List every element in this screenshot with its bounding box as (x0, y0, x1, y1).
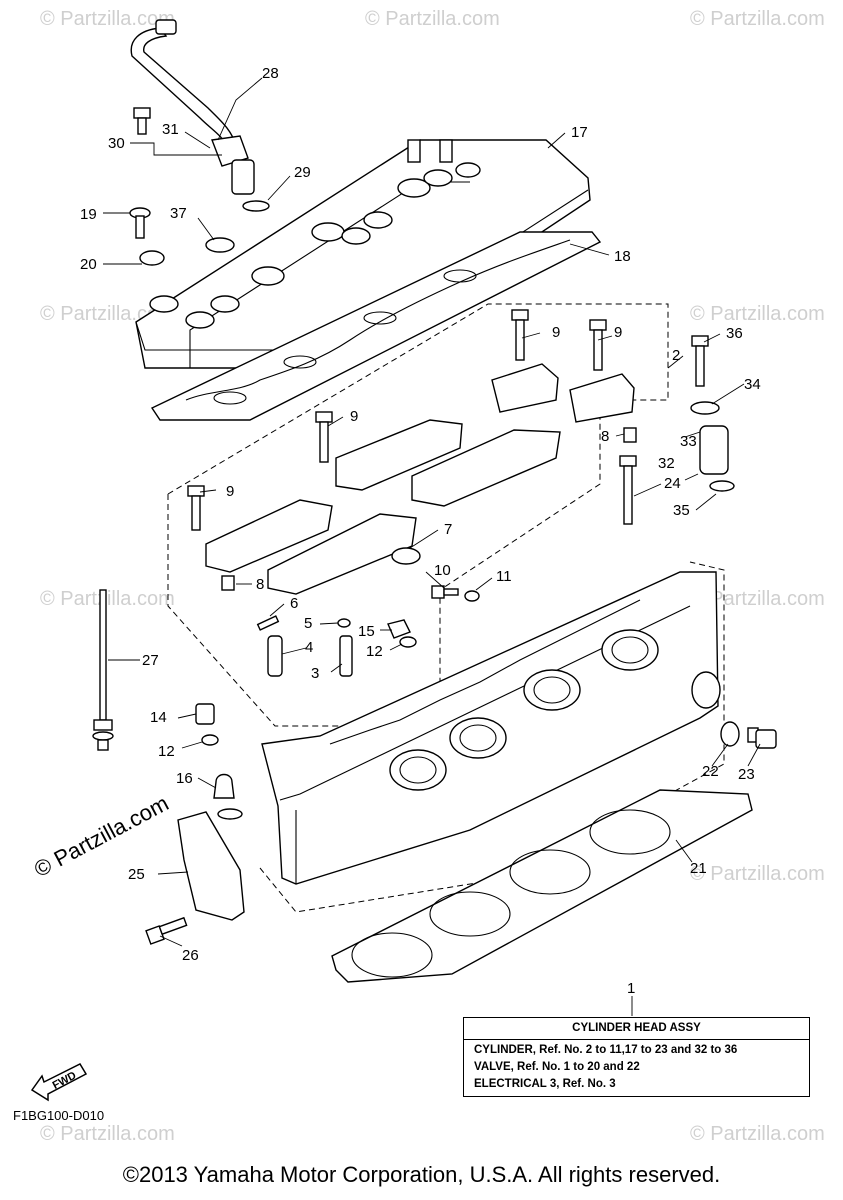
camshaft-caps (205, 363, 635, 595)
cam-cap-bolts (187, 309, 607, 531)
head-gasket (331, 789, 753, 983)
copyright-notice: ©2013 Yamaha Motor Corporation, U.S.A. A… (122, 1162, 721, 1187)
callout-4: 4 (305, 639, 313, 656)
callout-15: 15 (358, 623, 375, 640)
callout-12b: 12 (158, 743, 175, 760)
assembly-divider (464, 1039, 809, 1040)
callout-11: 11 (496, 568, 512, 585)
callout-16: 16 (176, 770, 193, 787)
washer-12a (399, 636, 417, 648)
assembly-reference-box: CYLINDER HEAD ASSY CYLINDER, Ref. No. 2 … (463, 1017, 810, 1097)
callout-25: 25 (128, 866, 145, 883)
watermark-1: © Partzilla.com (40, 8, 175, 30)
assembly-line-electrical: ELECTRICAL 3, Ref. No. 3 (474, 1078, 616, 1090)
callout-9b: 9 (614, 324, 622, 341)
watermark-10: © Partzilla.com (690, 1123, 825, 1145)
callout-numbers: 1 2 3 4 5 6 7 8 8 9 9 9 9 10 11 12 12 14… (80, 65, 761, 997)
callout-37: 37 (170, 205, 187, 222)
callout-28: 28 (262, 65, 279, 82)
bolt-19 (129, 207, 151, 239)
breather-hose (130, 19, 255, 195)
callout-23: 23 (738, 766, 755, 783)
callout-24: 24 (664, 475, 681, 492)
guide-3 (339, 635, 353, 677)
washer-12b (201, 734, 219, 746)
callout-3: 3 (311, 665, 319, 682)
assembly-line-valve: VALVE, Ref. No. 1 to 20 and 22 (474, 1061, 640, 1073)
assembly-line-cylinder: CYLINDER, Ref. No. 2 to 11,17 to 23 and … (474, 1044, 738, 1056)
callout-5: 5 (304, 615, 312, 632)
dowel-8a (221, 575, 235, 591)
fwd-label: FWD (51, 1070, 79, 1092)
cap-nut-16 (213, 773, 243, 820)
nut-14 (195, 703, 215, 725)
plug-37 (205, 237, 235, 253)
assembly-title: CYLINDER HEAD ASSY (572, 1022, 701, 1034)
callout-8b: 8 (601, 428, 609, 445)
callout-22: 22 (702, 763, 719, 780)
callout-35: 35 (673, 502, 690, 519)
callout-21: 21 (690, 860, 707, 877)
callout-18: 18 (614, 248, 631, 265)
watermark-6: © Partzilla.com (40, 588, 175, 610)
callout-14: 14 (150, 709, 167, 726)
drawing-code: F1BG100-D010 (13, 1108, 105, 1123)
stud-24 (619, 455, 637, 525)
callout-32: 32 (658, 455, 675, 472)
callout-9c: 9 (350, 408, 358, 425)
bolt-27 (92, 589, 114, 751)
seal-6 (256, 615, 280, 631)
callout-17: 17 (571, 124, 588, 141)
callout-7: 7 (444, 521, 452, 538)
dowel-8b (623, 427, 637, 443)
callout-29: 29 (294, 164, 311, 181)
guide-4 (267, 635, 283, 677)
watermark-8: © Partzilla.com (690, 863, 825, 885)
callout-8a: 8 (256, 576, 264, 593)
nut-15 (387, 619, 411, 639)
o-ring-29 (242, 200, 270, 212)
sensor-stack (690, 335, 735, 492)
callout-31: 31 (162, 121, 179, 138)
watermark-9: © Partzilla.com (40, 1123, 175, 1145)
callout-30: 30 (108, 135, 125, 152)
watermark-2: © Partzilla.com (365, 8, 500, 30)
leader-lines (103, 77, 761, 1016)
callout-9a: 9 (552, 324, 560, 341)
watermark-5: © Partzilla.com (690, 303, 825, 325)
callout-34: 34 (744, 376, 761, 393)
callout-33: 33 (680, 433, 697, 450)
callout-12a: 12 (366, 643, 383, 660)
clip-5 (337, 618, 351, 628)
callout-1: 1 (627, 980, 635, 997)
bolt-23 (747, 727, 777, 749)
callout-10: 10 (434, 562, 451, 579)
bracket-25 (177, 811, 245, 921)
watermark-3: © Partzilla.com (690, 8, 825, 30)
callout-27: 27 (142, 652, 159, 669)
bolt-10 (431, 585, 459, 599)
plug-7 (391, 547, 421, 565)
bolt-26 (145, 916, 188, 945)
washer-11 (464, 590, 480, 602)
cover-gasket (150, 231, 602, 421)
callout-19: 19 (80, 206, 97, 223)
callout-36: 36 (726, 325, 743, 342)
callout-6: 6 (290, 595, 298, 612)
callout-26: 26 (182, 947, 199, 964)
fwd-arrow-icon: FWD (30, 1063, 88, 1102)
callout-9d: 9 (226, 483, 234, 500)
head-cover (135, 139, 591, 369)
washer-22 (720, 721, 740, 747)
bolt-30 (133, 107, 151, 135)
cylinder-head (261, 571, 721, 885)
callout-2: 2 (672, 347, 680, 364)
callout-20: 20 (80, 256, 97, 273)
assembly-outline (167, 303, 669, 727)
grommet-20 (139, 250, 165, 266)
